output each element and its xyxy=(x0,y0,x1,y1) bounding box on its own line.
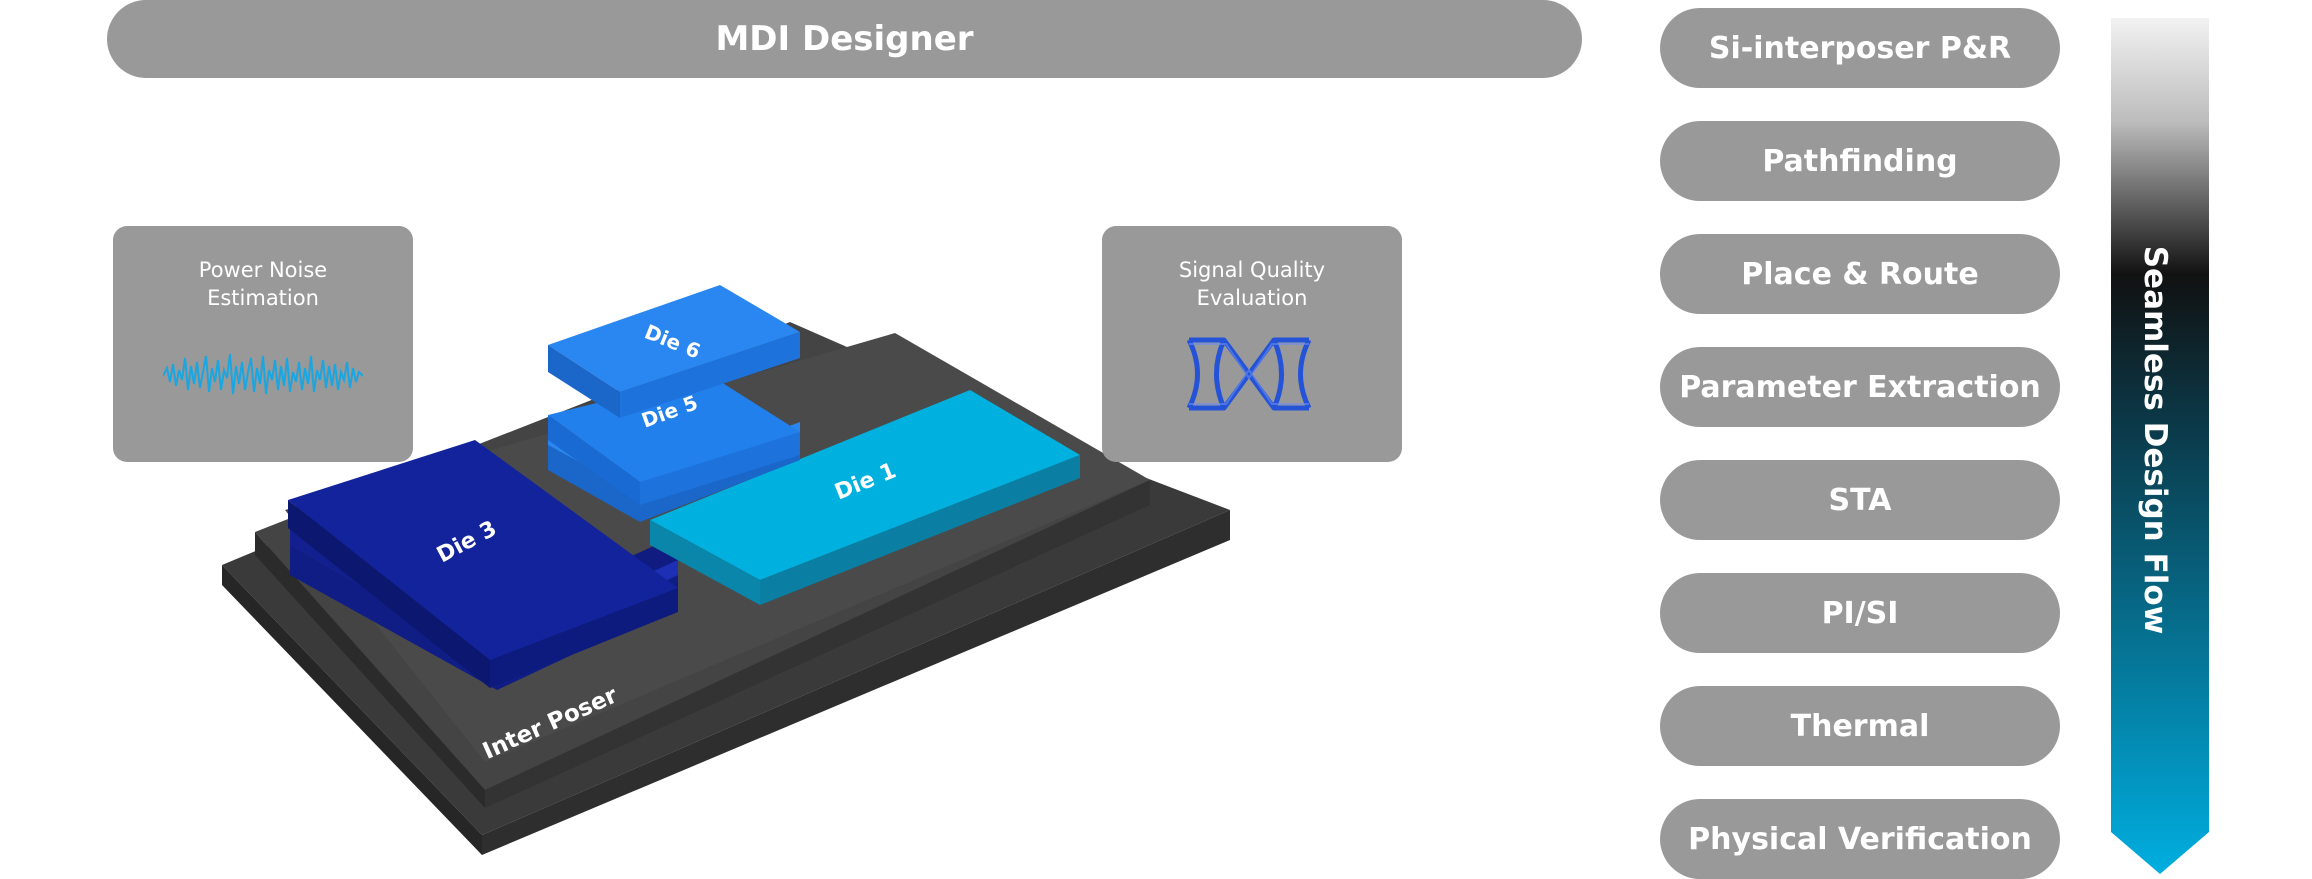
flow-step-label: Parameter Extraction xyxy=(1679,369,2041,405)
flow-step-label: PI/SI xyxy=(1821,595,1899,631)
flow-step-label: Si-interposer P&R xyxy=(1708,30,2012,66)
flow-step-pi-si[interactable]: PI/SI xyxy=(1660,573,2060,653)
flow-step-pathfinding[interactable]: Pathfinding xyxy=(1660,121,2060,201)
flow-step-label: Thermal xyxy=(1790,708,1930,744)
flow-step-label: Physical Verification xyxy=(1688,821,2032,857)
power-noise-title: Power Noise Estimation xyxy=(198,258,328,310)
mdi-designer-title: MDI Designer xyxy=(107,0,1582,78)
flow-step-physical-verification[interactable]: Physical Verification xyxy=(1660,799,2060,879)
package-diagram: Die 3 Die 1 Die 5 Die 6 Inter Poser xyxy=(222,285,1230,855)
flow-step-label: Pathfinding xyxy=(1762,143,1958,179)
signal-quality-title: Signal Quality Evaluation xyxy=(1178,258,1326,310)
seamless-flow-arrow xyxy=(2111,18,2209,874)
flow-step-label: STA xyxy=(1828,482,1892,518)
noise-waveform-icon xyxy=(163,353,363,395)
mdi-designer-title-text: MDI Designer xyxy=(715,19,974,59)
flow-step-thermal[interactable]: Thermal xyxy=(1660,686,2060,766)
power-noise-box: Power Noise Estimation xyxy=(113,226,413,462)
die-1 xyxy=(650,390,1080,605)
flow-step-label: Place & Route xyxy=(1741,256,1979,292)
die-6 xyxy=(548,285,800,418)
eye-diagram-icon xyxy=(1186,337,1312,411)
flow-step-parameter-extraction[interactable]: Parameter Extraction xyxy=(1660,347,2060,427)
signal-quality-box: Signal Quality Evaluation xyxy=(1102,226,1402,462)
flow-step-si-interposer-pr[interactable]: Si-interposer P&R xyxy=(1660,8,2060,88)
seamless-design-flow-label: Seamless Design Flow xyxy=(2137,245,2173,635)
flow-step-place-route[interactable]: Place & Route xyxy=(1660,234,2060,314)
die-3 xyxy=(288,440,678,690)
flow-step-sta[interactable]: STA xyxy=(1660,460,2060,540)
